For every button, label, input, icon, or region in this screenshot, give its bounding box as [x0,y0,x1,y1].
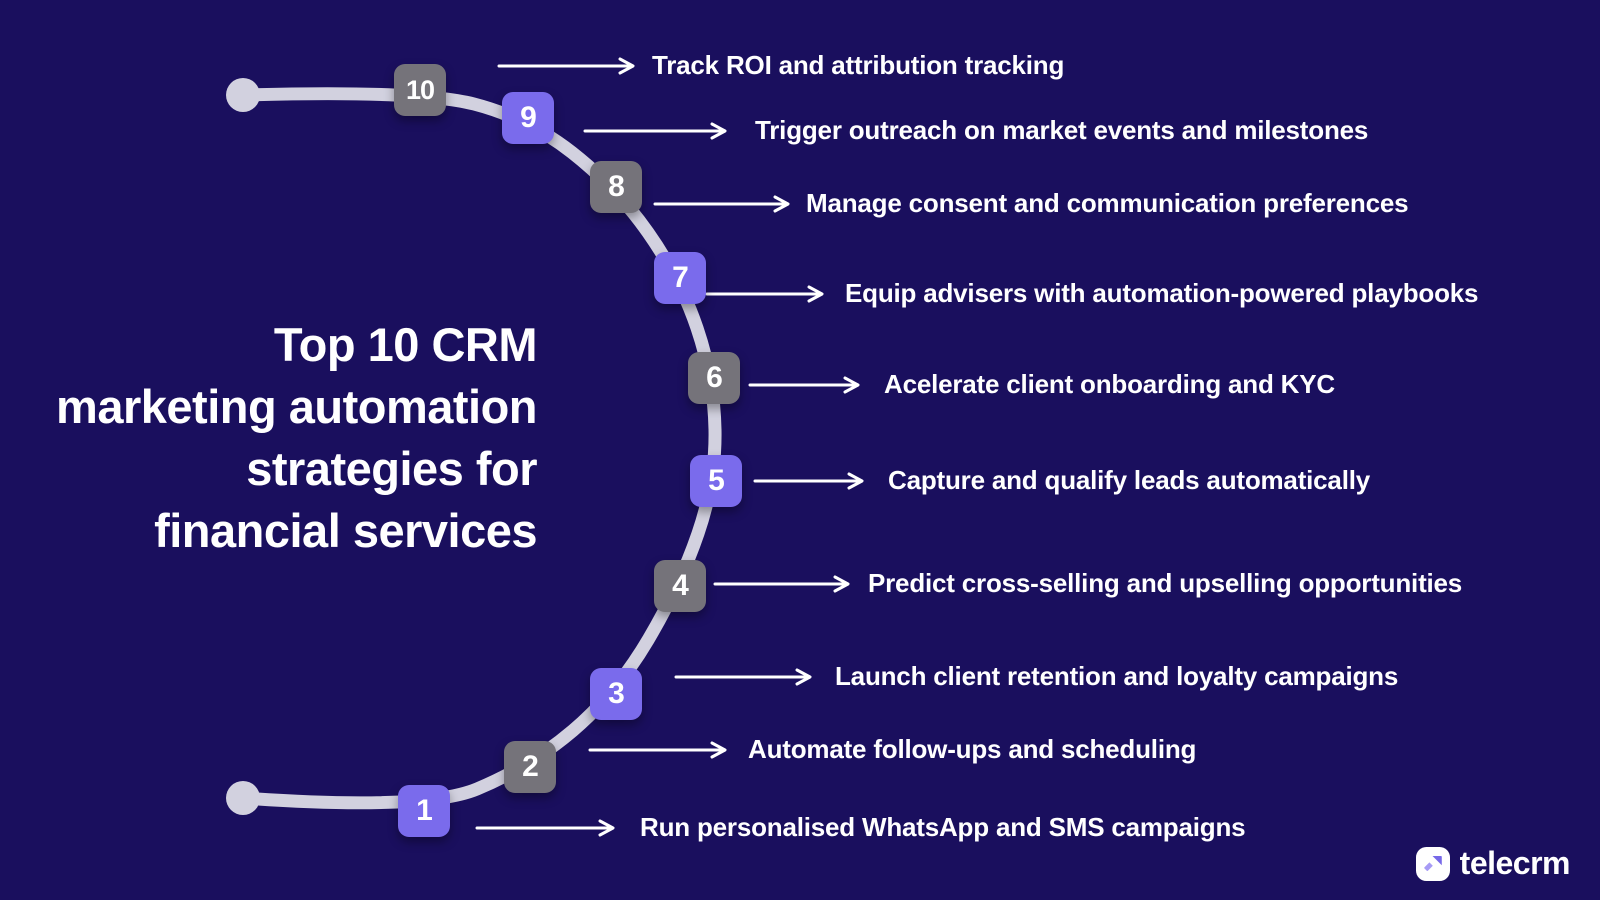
step-badge-5: 5 [690,455,742,507]
arrow-item-2 [588,741,727,759]
arrow-item-6 [748,376,860,394]
item-label-1: Run personalised WhatsApp and SMS campai… [640,811,1246,842]
arrow-item-7 [705,285,824,303]
step-badge-9: 9 [502,92,554,144]
title-line-1: Top 10 CRM [273,318,538,371]
arrow-item-8 [653,195,790,213]
title-line-3: strategies for [246,442,537,495]
page-title: Top 10 CRM marketing automation strategi… [25,314,537,562]
step-badge-3: 3 [590,668,642,720]
brand-logo: telecrm [1415,845,1571,882]
step-badge-8: 8 [590,161,642,213]
item-label-7: Equip advisers with automation-powered p… [845,277,1479,308]
arrow-item-9 [583,122,727,140]
item-label-8: Manage consent and communication prefere… [806,187,1409,218]
title-line-4: financial services [154,504,537,557]
title-line-2: marketing automation [56,380,537,433]
step-badge-1: 1 [398,785,450,837]
item-label-4: Predict cross-selling and upselling oppo… [868,567,1463,598]
arrow-item-10 [497,57,635,75]
step-badge-2: 2 [504,741,556,793]
timeline-start-dot [226,78,260,112]
item-label-10: Track ROI and attribution tracking [652,49,1065,80]
brand-name: telecrm [1459,845,1571,881]
arrow-item-3 [674,668,812,686]
telecrm-logo-icon [1415,846,1450,881]
step-badge-7: 7 [654,252,706,304]
arrow-item-5 [753,472,864,490]
arrow-item-1 [475,819,615,837]
item-label-2: Automate follow-ups and scheduling [748,733,1197,764]
step-badge-4: 4 [654,560,706,612]
item-label-5: Capture and qualify leads automatically [888,464,1370,495]
step-badge-10: 10 [394,64,446,116]
item-label-9: Trigger outreach on market events and mi… [755,114,1369,145]
item-label-3: Launch client retention and loyalty camp… [835,660,1399,691]
step-badge-6: 6 [688,352,740,404]
item-label-6: Acelerate client onboarding and KYC [884,368,1335,399]
timeline-end-dot [226,781,260,815]
arrow-item-4 [713,575,850,593]
